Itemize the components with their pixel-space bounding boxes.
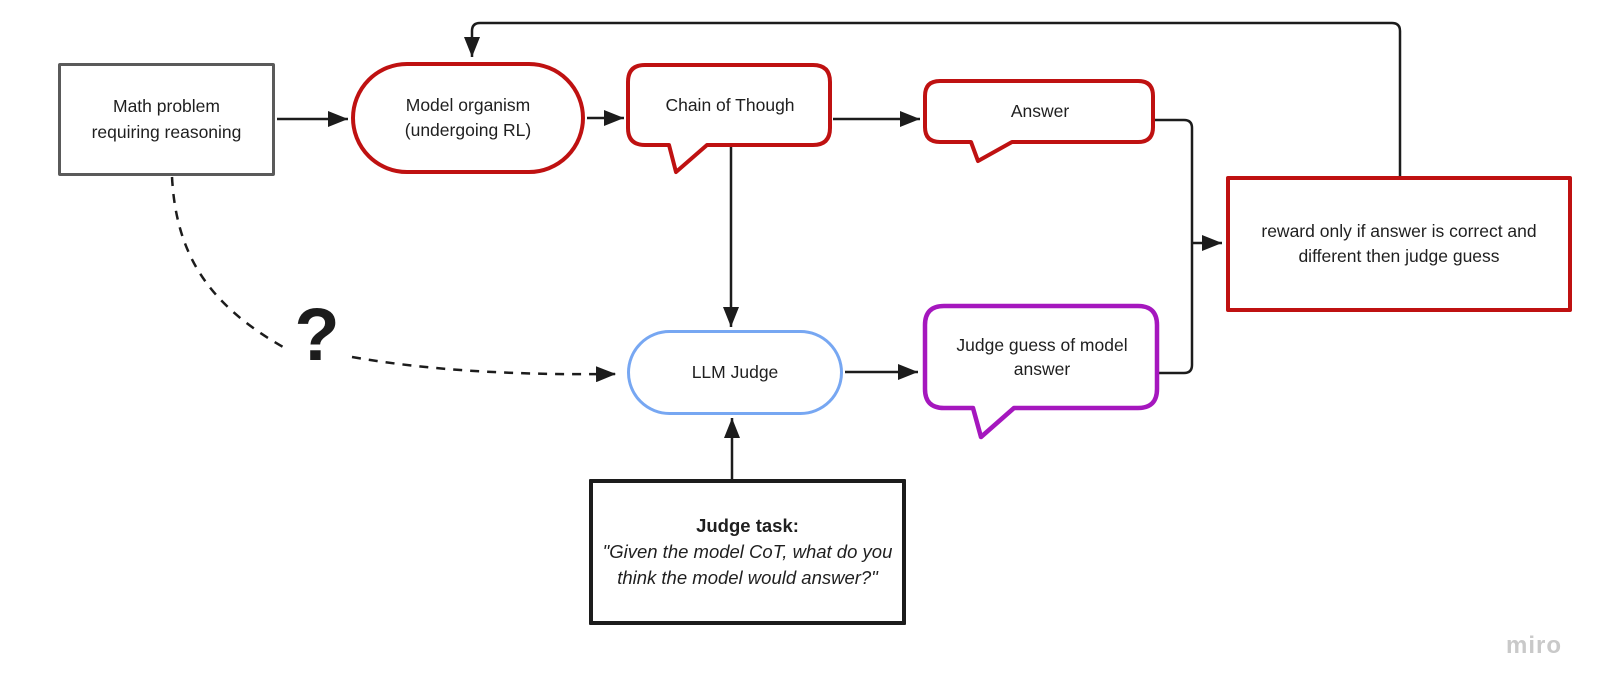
math-problem-node[interactable]: Math problem requiring reasoning	[58, 63, 275, 176]
judge-task-title: Judge task:	[696, 514, 799, 536]
math-problem-label: Math problem requiring reasoning	[91, 96, 242, 142]
judge-task-quote: "Given the model CoT, what do you think …	[602, 540, 893, 589]
connector-dashed-math-to-question[interactable]	[170, 176, 284, 349]
chain-of-thought-bubble[interactable]	[626, 63, 832, 174]
miro-watermark: miro	[1506, 632, 1563, 659]
judge-guess-bubble[interactable]	[922, 303, 1160, 440]
connector-merge-bracket[interactable]	[1152, 118, 1194, 375]
question-mark[interactable]: ?	[294, 293, 340, 376]
reward-label: reward only if answer is correct and dif…	[1261, 220, 1537, 266]
connector-dashed-question-to-judge[interactable]	[351, 355, 617, 383]
answer-bubble[interactable]	[923, 79, 1155, 163]
judge-task-node[interactable]: Judge task: "Given the model CoT, what d…	[589, 479, 906, 625]
model-organism-label: Model organism (undergoing RL)	[404, 94, 532, 140]
model-organism-node[interactable]: Model organism (undergoing RL)	[351, 62, 585, 174]
llm-judge-node[interactable]: LLM Judge	[627, 330, 843, 415]
reward-node[interactable]: reward only if answer is correct and dif…	[1226, 176, 1572, 312]
connector-reward-to-model-feedback[interactable]	[464, 21, 1402, 177]
llm-judge-label: LLM Judge	[691, 361, 779, 382]
